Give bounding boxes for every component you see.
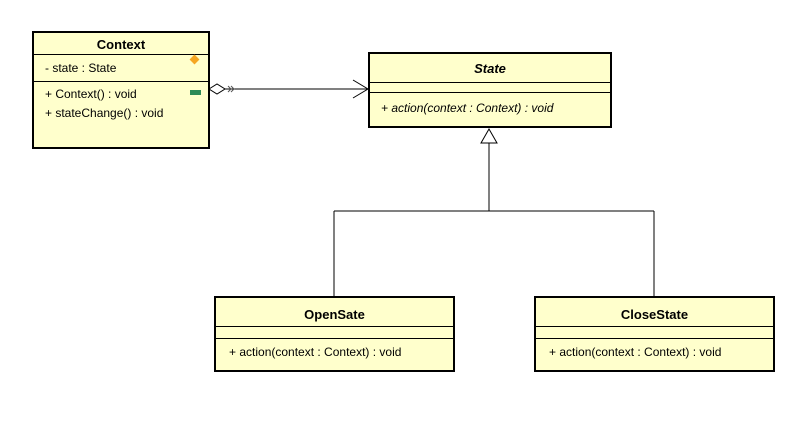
class-operations-state: + action(context : Context) : void xyxy=(370,93,610,118)
class-operations-close-state: + action(context : Context) : void xyxy=(536,339,773,362)
operation-action: + action(context : Context) : void xyxy=(549,345,722,359)
class-name-open-sate: OpenSate xyxy=(216,298,453,327)
class-operations-context: + Context() : void + stateChange() : voi… xyxy=(34,82,208,123)
operation-action: + action(context : Context) : void xyxy=(381,101,554,115)
association-end-green-marker-icon xyxy=(190,90,201,95)
aggregation-diamond xyxy=(208,83,226,95)
class-attributes-state xyxy=(370,83,610,93)
class-attributes-context: - state : State xyxy=(34,55,208,82)
operation-action: + action(context : Context) : void xyxy=(229,345,402,359)
class-close-state[interactable]: CloseState + action(context : Context) :… xyxy=(534,296,775,372)
generalization-edges xyxy=(333,143,655,296)
aggregation-edge-context-state xyxy=(208,79,369,99)
class-open-sate[interactable]: OpenSate + action(context : Context) : v… xyxy=(214,296,455,372)
class-name-context: Context xyxy=(34,33,208,55)
class-state[interactable]: State + action(context : Context) : void xyxy=(368,52,612,128)
operation-state-change: + stateChange() : void xyxy=(45,106,164,120)
generalization-triangle xyxy=(480,127,498,144)
class-context[interactable]: Context - state : State + Context() : vo… xyxy=(32,31,210,149)
class-name-close-state: CloseState xyxy=(536,298,773,327)
operation-context-constructor: + Context() : void xyxy=(45,87,137,101)
attribute-state: - state : State xyxy=(45,61,117,75)
class-attributes-open-sate xyxy=(216,327,453,339)
class-attributes-close-state xyxy=(536,327,773,339)
multiplicity-chevron-icon xyxy=(227,85,235,93)
class-operations-open-sate: + action(context : Context) : void xyxy=(216,339,453,362)
class-name-state: State xyxy=(370,54,610,83)
